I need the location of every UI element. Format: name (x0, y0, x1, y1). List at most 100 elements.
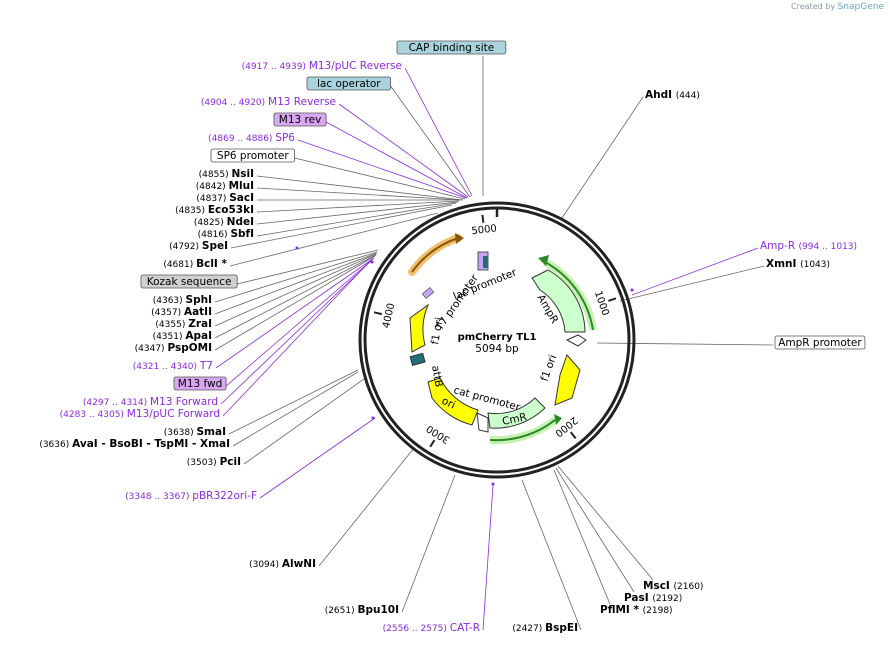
label-position: (3636) (39, 440, 72, 450)
label-box (774, 335, 866, 350)
leader-line (229, 212, 439, 267)
leader-lines (214, 56, 774, 631)
annotation-labels: CAP binding site (4917 .. 4939) M13/pUC R… (39, 40, 866, 634)
label-name: SbfI (230, 228, 254, 240)
label-position: (444) (676, 91, 700, 101)
primer-site-mark (630, 288, 634, 292)
leader-line (401, 474, 456, 613)
left-label-26: (3636) AvaI - BsoBI - TspMI - XmaI (39, 438, 230, 450)
label-position: (4855) (199, 170, 232, 180)
label-text: (4816) SbfI (198, 228, 254, 240)
ampr-promoter-arrow (565, 334, 587, 347)
lac-operator-block (483, 256, 488, 268)
leader-line (256, 175, 464, 201)
label-text: (2556 .. 2575) CAT-R (383, 622, 480, 634)
label-text: Amp-R (994 .. 1013) (760, 240, 857, 252)
label-position: (4297 .. 4314) (83, 398, 150, 408)
label-text: lac operator (317, 78, 381, 90)
left-label-3: (4904 .. 4920) M13 Reverse (201, 96, 336, 108)
cmr-arc-line (489, 419, 556, 442)
feature-label-cmr: CmR (501, 411, 528, 428)
leader-line (232, 371, 359, 447)
label-name: PflMI * (600, 604, 643, 616)
label-text: (4904 .. 4920) M13 Reverse (201, 96, 336, 108)
left-label-17: (4357) AatII (151, 306, 212, 318)
leader-line (220, 259, 373, 405)
label-name: MluI (229, 180, 254, 192)
feature-label-attb: attB (429, 364, 445, 388)
label-text: M13 fwd (178, 378, 223, 390)
label-position: (2427) (512, 624, 545, 634)
ampr-arc-line (544, 261, 594, 331)
label-name: Amp-R (760, 240, 799, 252)
label-text: (4792) SpeI (169, 240, 228, 252)
leader-line (256, 200, 460, 213)
right-label-5: PasI (2192) (624, 592, 682, 604)
label-position: (4835) (175, 206, 208, 216)
label-name: ZraI (188, 318, 212, 330)
left-label-29: (3094) AlwNI (249, 558, 316, 570)
label-text: MscI (2160) (643, 580, 703, 592)
label-text: AmpR promoter (778, 337, 862, 349)
plasmid-name: pmCherry TL1 (458, 332, 537, 343)
tick-label: 1000 (592, 290, 611, 318)
feature-arrows (408, 233, 597, 445)
label-text: (3348 .. 3367) pBR322ori-F (125, 490, 257, 502)
leader-line (338, 103, 469, 198)
feature-label-f1-ori-left: f1 ori (429, 316, 446, 345)
label-text: CAP binding site (409, 42, 495, 54)
leader-line (228, 369, 359, 435)
cat-promoter-arrow (476, 412, 489, 433)
label-box (396, 40, 507, 55)
primer-site-mark (295, 246, 299, 250)
label-name: NdeI (227, 216, 254, 228)
left-label-1: (4917 .. 4939) M13/pUC Reverse (242, 60, 402, 72)
primer-site-mark (370, 260, 374, 264)
label-position: (4837) (196, 194, 229, 204)
left-label-0: CAP binding site (396, 40, 507, 55)
label-name: AvaI - BsoBI - TspMI - XmaI (72, 438, 230, 450)
leader-line (553, 469, 611, 605)
label-position: (2192) (652, 594, 682, 604)
label-name: SP6 (275, 132, 295, 144)
right-label-6: PflMI * (2198) (600, 604, 673, 616)
leader-line (256, 187, 462, 201)
snapgene-branding: Created by SnapGene (791, 2, 884, 12)
label-name: BspEI (545, 622, 578, 634)
leader-line (215, 257, 375, 369)
label-name: M13/pUC Forward (127, 408, 220, 420)
attb-feature (409, 352, 426, 366)
label-position: (4681) (163, 260, 196, 270)
left-label-21: (4321 .. 4340) T7 (133, 360, 213, 372)
label-name: NsiI (231, 168, 254, 180)
right-label-4: MscI (2160) (643, 580, 703, 592)
label-name: M13 Forward (150, 396, 218, 408)
left-label-4: M13 rev (273, 112, 327, 127)
orange-feature-arc (408, 234, 462, 276)
leader-line (325, 121, 468, 199)
label-name: pBR322ori-F (192, 490, 257, 502)
tick-mark (429, 439, 436, 448)
branding-name: SnapGene (837, 2, 884, 12)
leader-line (297, 139, 467, 199)
leader-line (222, 259, 372, 417)
label-position: (3094) (249, 560, 282, 570)
left-label-15: Kozak sequence (140, 274, 238, 289)
label-text: (4681) BclI * (163, 258, 227, 270)
label-text: (4351) ApaI (153, 330, 212, 342)
tick-mark (569, 431, 577, 440)
label-name: M13 Reverse (268, 96, 336, 108)
label-box (210, 148, 295, 163)
label-name: XmnI (766, 258, 800, 270)
leader-line (230, 204, 453, 249)
label-text: PasI (2192) (624, 592, 682, 604)
left-label-27: (3503) PciI (187, 456, 241, 468)
label-position: (4917 .. 4939) (242, 62, 309, 72)
label-text: (4825) NdeI (194, 216, 254, 228)
label-position: (2651) (325, 606, 358, 616)
left-label-20: (4347) PspOMI (135, 342, 212, 354)
label-name: M13/pUC Reverse (309, 60, 402, 72)
left-label-2: lac operator (306, 76, 391, 91)
label-text: (3636) AvaI - BsoBI - TspMI - XmaI (39, 438, 230, 450)
left-label-28: (3348 .. 3367) pBR322ori-F (125, 490, 257, 502)
